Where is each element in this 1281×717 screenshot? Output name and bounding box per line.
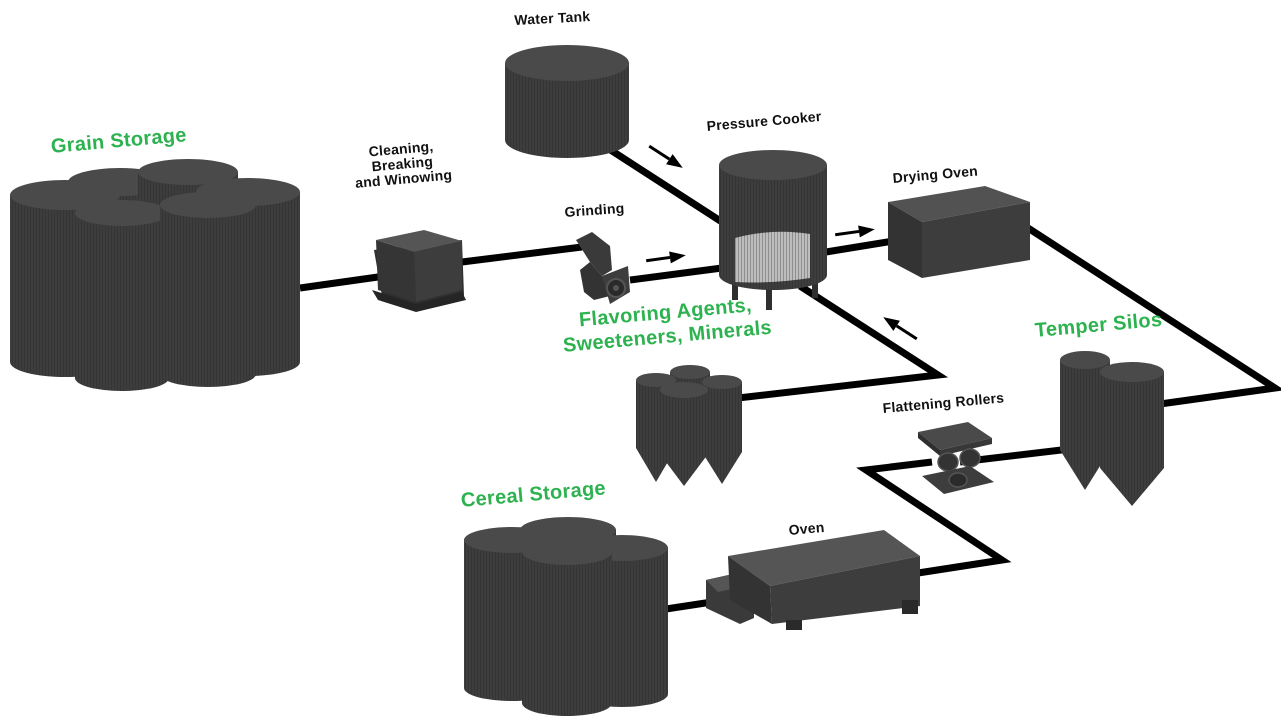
pipe-dryingoven-to-tempersilos [1026,225,1281,408]
pipe-grain-to-cleaning [299,273,379,292]
pipe-grinding-to-cooker [629,264,723,284]
oven [706,530,920,630]
pressure-cooker [719,150,827,310]
grain-storage-silos [10,159,300,391]
cereal-storage-silos [464,517,668,716]
pipe-flavoring-to-cooker [737,283,949,402]
arrow-watertank-flow [648,144,683,168]
flattening-rollers [918,422,994,494]
pipe-cleaning-to-grinding [461,243,583,266]
water-tank [505,45,629,158]
arrow-grinding-flow [645,251,686,264]
cleaning-machine [372,230,466,312]
pipe-watertank-to-cooker [590,135,724,225]
temper-silos [1060,351,1164,506]
drying-oven [888,186,1030,278]
flavoring-silos [636,365,742,486]
pipe-rollers-to-oven [856,458,1012,577]
arrow-dryingoven-flow [834,225,875,238]
arrow-flavoring-flow [883,317,918,341]
label-cleaning: Cleaning, Breaking and Winowing [352,138,453,191]
label-oven: Oven [788,518,826,538]
pipe-oven-to-cerealstorage [665,598,713,613]
flow-arrows [645,144,918,341]
pipes [299,135,1281,613]
grinder-machine [576,232,630,304]
